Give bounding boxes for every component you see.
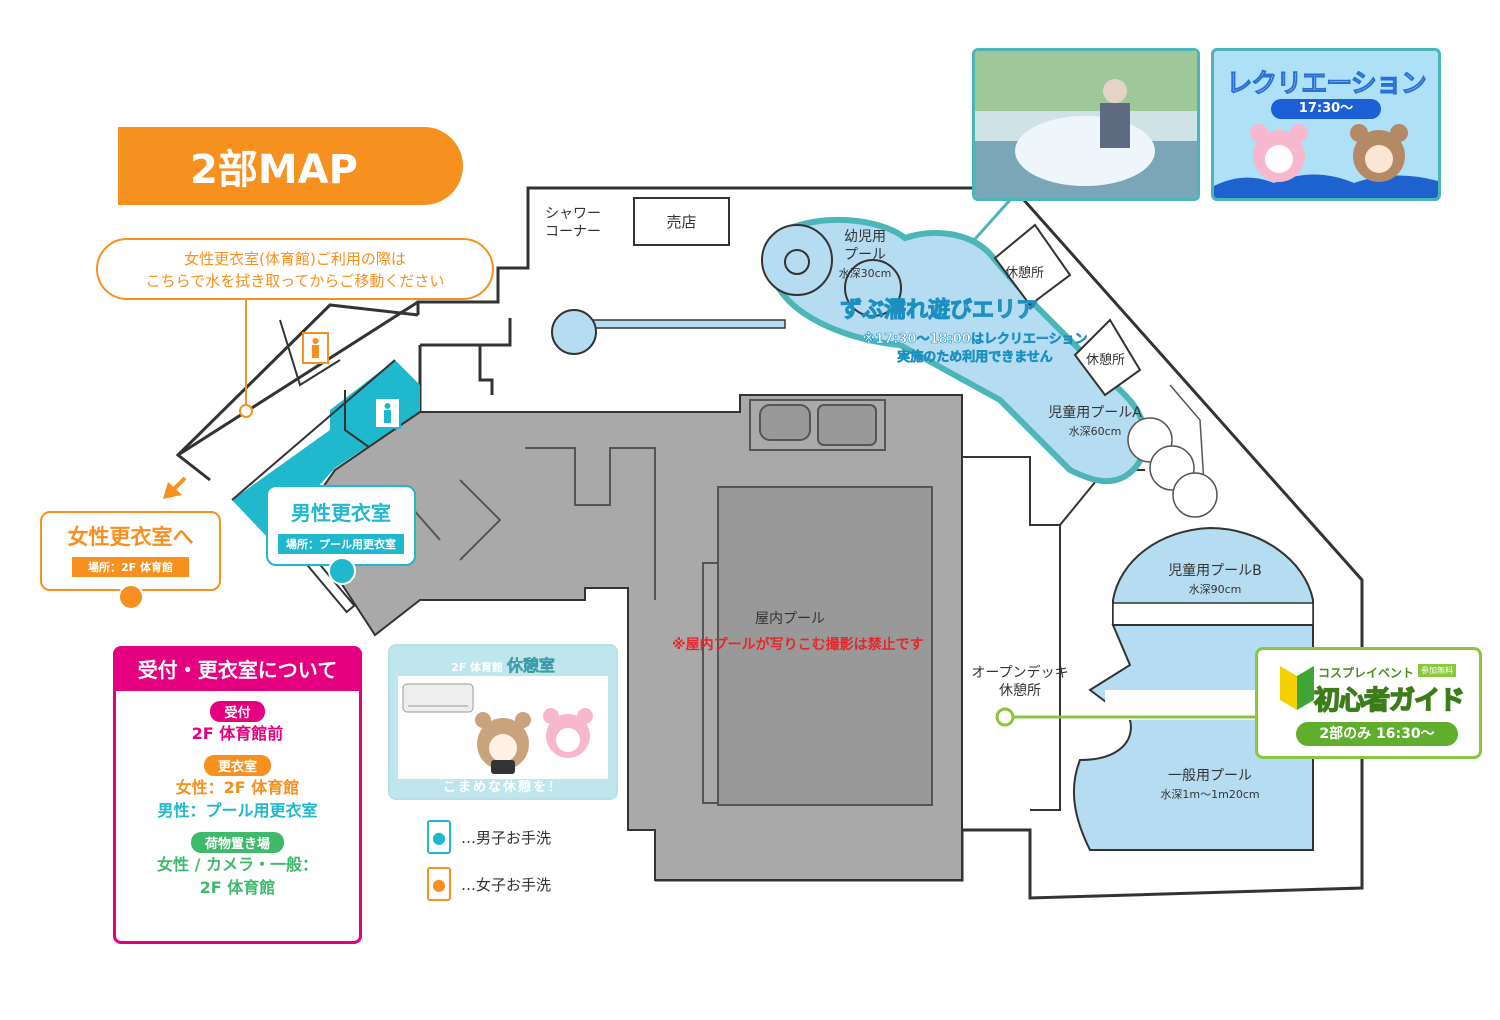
locker-women: 女性：2F 体育館: [175, 778, 300, 797]
baggage-line2: 2F 体育館: [199, 878, 276, 897]
general-pool-depth: 水深1m～1m20cm: [1160, 788, 1260, 801]
beginner-guide-subtitle: コスプレイベント: [1318, 666, 1415, 680]
kids-pool-name2: プール: [844, 247, 886, 263]
male-toilet-icon: ●: [427, 820, 451, 854]
towel-notice: 女性更衣室(体育館)ご利用の際は こちらで水を拭き取ってからご移動ください: [96, 238, 494, 300]
rest-room-footer: こまめな休憩を！: [442, 780, 563, 795]
locker-label: 更衣室: [203, 755, 271, 776]
rest-room-header: 2F 体育館 休憩室: [390, 652, 616, 676]
wet-area-note2: 実施のため利用できません: [897, 350, 1053, 366]
locker-men: 男性：プール用更衣室: [157, 801, 318, 820]
men-room-location: 場所：プール用更衣室: [278, 534, 404, 554]
beginner-guide-time: 2部のみ 16:30～: [1296, 722, 1458, 746]
recreation-time: 17:30～: [1271, 99, 1381, 119]
legend-female-text: …女子お手洗: [461, 875, 552, 894]
indoor-pool-note: ※屋内プールが写りこむ撮影は禁止です: [672, 637, 924, 653]
wet-play-photo: [972, 48, 1200, 201]
open-deck-label: オープンデッキ 休憩所: [965, 664, 1075, 700]
recreation-card: レクリエーション 17:30～: [1211, 48, 1441, 201]
male-toilet-icon: [374, 397, 401, 429]
rest-room-title: 休憩室: [506, 656, 556, 676]
shower-corner-label: シャワー コーナー: [545, 205, 601, 241]
baggage-section: 荷物置き場 女性 / カメラ・一般： 2F 体育館: [116, 822, 359, 899]
reception-value: 2F 体育館前: [191, 724, 284, 743]
baggage-line1: 女性 / カメラ・一般：: [157, 855, 318, 874]
child-pool-b-name: 児童用プールB: [1168, 563, 1262, 579]
women-room-callout[interactable]: 女性更衣室へ 場所：2F 体育館: [40, 511, 221, 591]
female-toilet-icon: [302, 332, 329, 364]
arrow-down-left-icon: [163, 476, 187, 499]
child-pool-a-label: 児童用プールA 水深60cm: [1035, 404, 1155, 441]
rest-room-illustration: [398, 676, 608, 779]
indoor-pool-label: 屋内プール: [755, 611, 825, 627]
rest-room-venue: 2F 体育館: [451, 661, 504, 674]
legend-female: ● …女子お手洗: [427, 867, 551, 901]
women-room-location: 場所：2F 体育館: [72, 557, 189, 577]
towel-notice-line2: こちらで水を拭き取ってからご移動ください: [145, 272, 445, 290]
wet-area-title: ずぶ濡れ遊びエリア: [839, 298, 1039, 324]
towel-point-marker: [239, 404, 253, 418]
legend-male: ● …男子お手洗: [427, 820, 551, 854]
beginner-guide-card[interactable]: コスプレイベント 参加無料 初心者ガイド 2部のみ 16:30～: [1255, 647, 1482, 759]
women-room-title: 女性更衣室へ: [67, 525, 194, 549]
page-title: 2部MAP: [118, 127, 463, 205]
reception-label: 受付: [210, 701, 265, 722]
men-room-callout[interactable]: 男性更衣室 場所：プール用更衣室: [266, 485, 416, 566]
beginner-mark-icon: [1280, 666, 1314, 710]
wet-area-note: ※17:30～18:00はレクリエーション 実施のため利用できません: [835, 331, 1115, 367]
reception-panel: 受付・更衣室について 受付 2F 体育館前 更衣室 女性：2F 体育館 男性：プ…: [113, 646, 362, 944]
child-pool-a-depth: 水深60cm: [1068, 425, 1122, 438]
reception-panel-title: 受付・更衣室について: [116, 649, 359, 691]
reception-section: 受付 2F 体育館前: [116, 691, 359, 745]
child-pool-b: [1112, 526, 1314, 626]
rest-area-2-label: 休憩所: [1086, 353, 1126, 368]
recreation-title: レクリエーション: [1226, 69, 1427, 100]
beginner-guide-badge: 参加無料: [1418, 664, 1456, 677]
general-pool-name: 一般用プール: [1168, 768, 1252, 784]
guide-point-marker: [995, 707, 1015, 727]
child-pool-a-name: 児童用プールA: [1048, 405, 1142, 421]
kids-pool-depth: 水深30cm: [838, 267, 892, 280]
child-pool-b-depth: 水深90cm: [1188, 583, 1242, 596]
shop-label: 売店: [666, 213, 697, 231]
child-pool-b-label: 児童用プールB 水深90cm: [1155, 562, 1275, 599]
locker-section: 更衣室 女性：2F 体育館 男性：プール用更衣室: [116, 745, 359, 822]
dress-icon: [118, 584, 144, 610]
men-room-title: 男性更衣室: [291, 501, 391, 525]
towel-notice-line1: 女性更衣室(体育館)ご利用の際は: [184, 250, 406, 268]
rest-room-card: 2F 体育館 休憩室 こまめな休憩を！: [388, 644, 618, 800]
open-deck-line1: オープンデッキ: [971, 665, 1069, 681]
kids-pool-label: 幼児用 プール 水深30cm: [830, 228, 900, 283]
wet-area-note1: ※17:30～18:00はレクリエーション: [862, 332, 1088, 348]
open-deck-line2: 休憩所: [999, 683, 1041, 699]
female-toilet-icon: ●: [427, 867, 451, 901]
legend-male-text: …男子お手洗: [461, 828, 552, 847]
shirt-icon: [328, 557, 356, 585]
kids-pool-name1: 幼児用: [844, 229, 886, 245]
baggage-label: 荷物置き場: [190, 832, 284, 853]
shower-line2: コーナー: [545, 224, 601, 240]
shower-line1: シャワー: [545, 206, 601, 222]
rest-area-1-label: 休憩所: [1005, 266, 1045, 281]
beginner-guide-title: 初心者ガイド: [1313, 685, 1466, 717]
general-pool-label: 一般用プール 水深1m～1m20cm: [1140, 767, 1280, 804]
general-pool: [1073, 624, 1314, 851]
